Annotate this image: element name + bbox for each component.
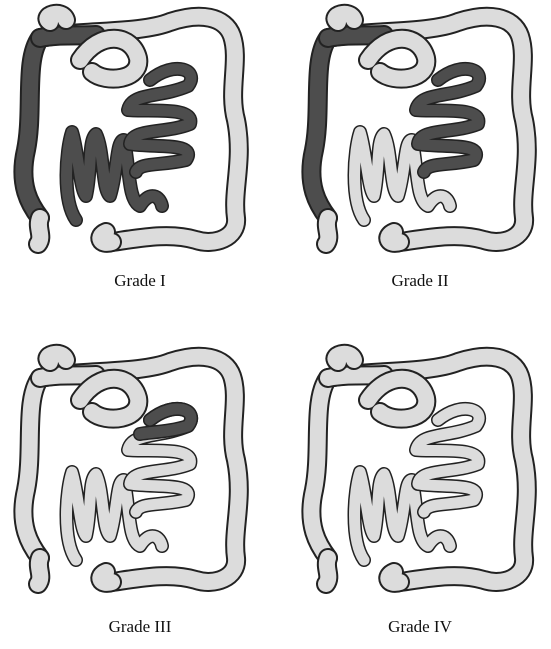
caption-grade-3: Grade III [10,617,270,637]
panel-grade-1: Grade I [0,0,260,300]
intestine-segment-tail-bottom [388,572,400,583]
caption-grade-1: Grade I [10,271,270,291]
intestine-segment-tail-bottom [388,232,400,243]
intestine-diagram-grade-1 [0,0,260,270]
intestine-diagram-grade-3 [0,320,260,610]
panel-grade-4: Grade IV [288,320,548,620]
intestine-segment-stub-left [335,14,354,22]
intestine-segment-rectum-tail [326,558,328,584]
intestine-diagram-grade-4 [288,320,548,610]
panel-grade-3: Grade III [0,320,260,620]
intestine-segment-rectum-tail [38,218,40,244]
intestine-segment-transverse-right [40,375,96,378]
caption-grade-2: Grade II [290,271,550,291]
intestine-segment-transverse-right [40,35,96,38]
intestine-segment-tail-bottom [100,232,112,243]
intestine-segment-rectum-tail [326,218,328,244]
intestine-segment-rectum-tail [38,558,40,584]
intestine-segment-stub-left [335,354,354,362]
intestine-segment-transverse-right [328,375,384,378]
intestine-segment-stub-left [47,14,66,22]
caption-grade-4: Grade IV [290,617,550,637]
panel-grade-2: Grade II [288,0,548,300]
intestine-segment-transverse-right [328,35,384,38]
intestine-segment-stub-left [47,354,66,362]
intestine-segment-tail-bottom [100,572,112,583]
intestine-diagram-grade-2 [288,0,548,270]
